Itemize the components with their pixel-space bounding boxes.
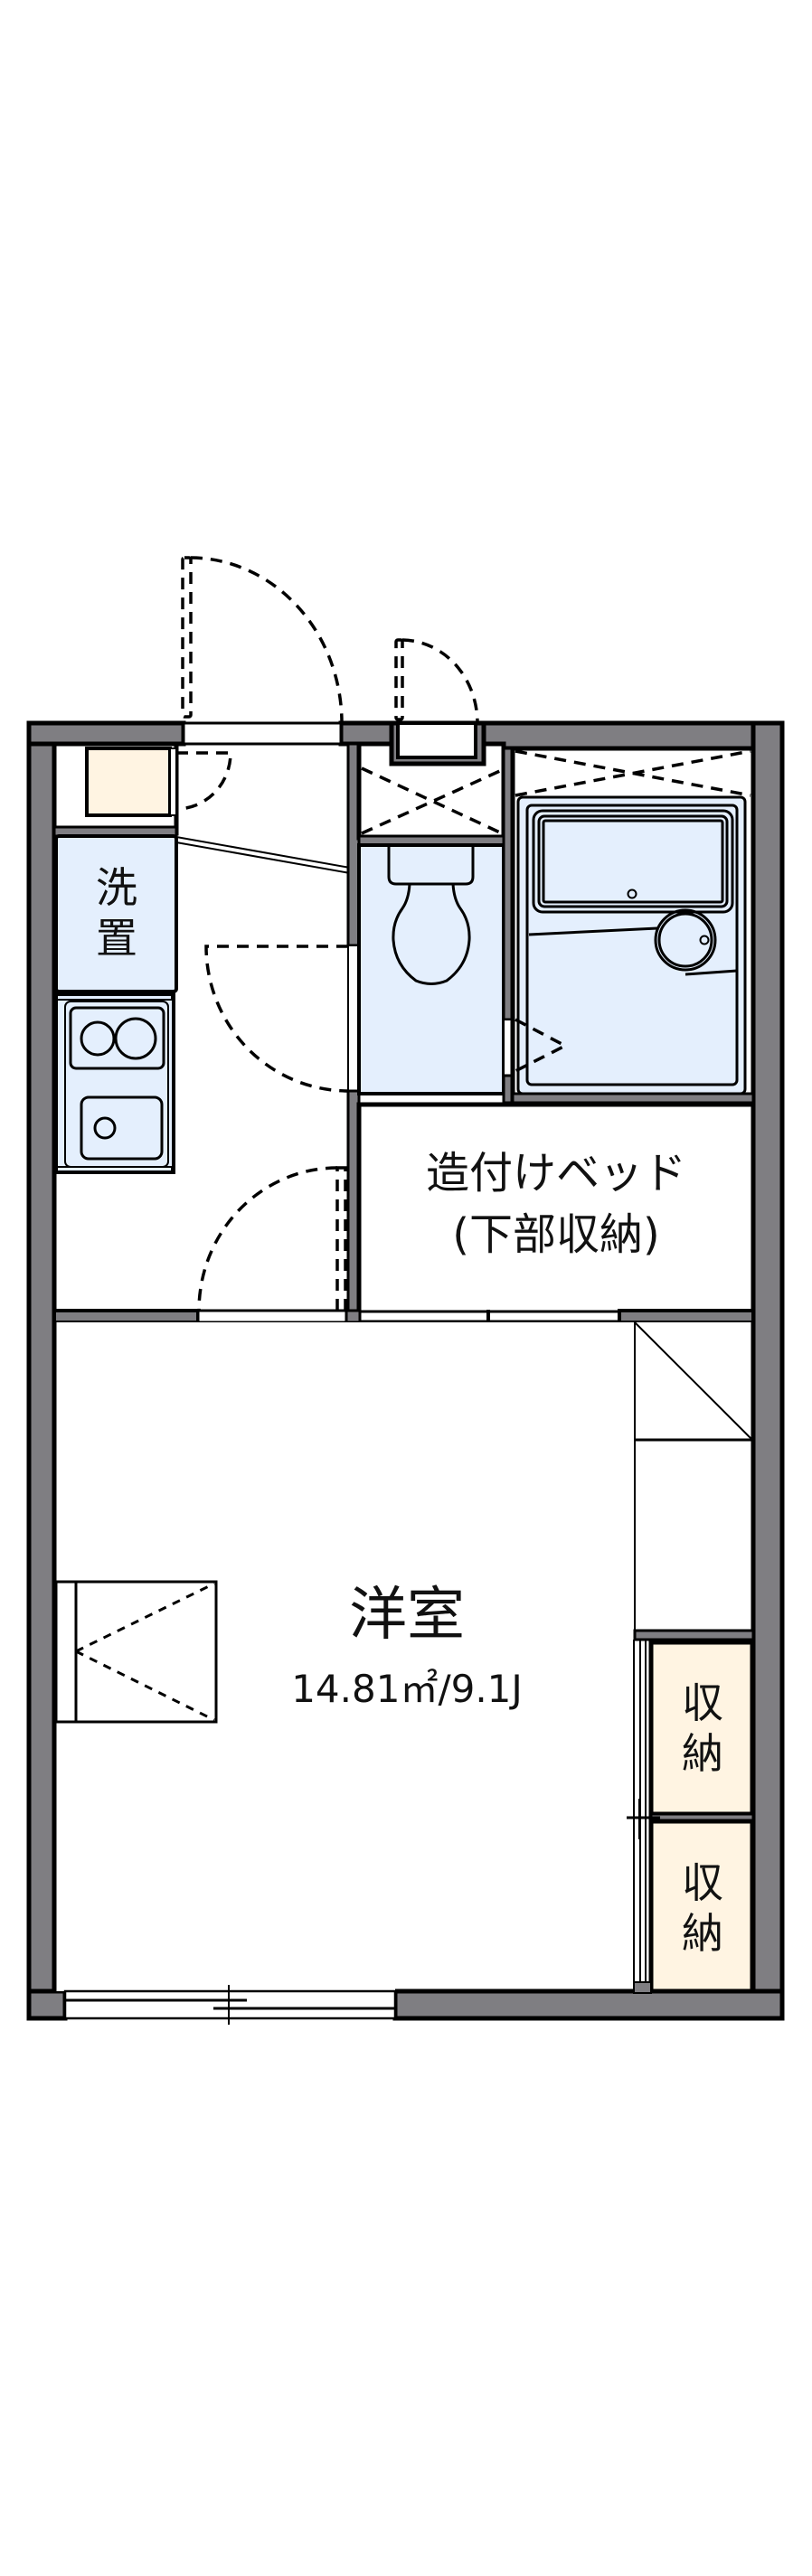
room-door [197, 1166, 347, 1312]
entrance-door [181, 556, 344, 746]
shoe-cabinet [52, 741, 232, 838]
entrance-step-line [175, 836, 351, 874]
storage-closets [627, 1640, 755, 1994]
storage-lower-label: 収 納 [682, 1858, 723, 1959]
washing-machine-space [54, 834, 178, 993]
window-left [54, 1580, 218, 1724]
main-room-name: 洋室 [349, 1582, 465, 1649]
built-in-bed [356, 1102, 756, 1315]
bathroom [510, 746, 756, 1105]
kitchen-unit [54, 992, 175, 1174]
unit-bath-icon [516, 795, 747, 1095]
stove-icon [69, 1006, 165, 1070]
storage-upper-label: 収 納 [682, 1678, 723, 1779]
toilet-room [357, 843, 505, 1095]
toilet-icon [387, 845, 475, 985]
meter-box-door [394, 638, 479, 737]
main-room-area: 14.81㎡/9.1J [291, 1667, 523, 1711]
toilet-closet-space [356, 720, 506, 847]
window-balcony [63, 1985, 397, 2025]
loft-bed-label-line2: (下部収納) [452, 1209, 660, 1260]
room-partition [52, 1309, 755, 1324]
toilet-door [204, 945, 349, 1093]
loft-bed-label-line1: 造付けベッド [425, 1148, 686, 1199]
sink-icon [80, 1095, 164, 1161]
closet-upper [633, 1321, 755, 1641]
corridor-wall [346, 742, 361, 1324]
laundry-label: 洗 置 [96, 863, 137, 964]
